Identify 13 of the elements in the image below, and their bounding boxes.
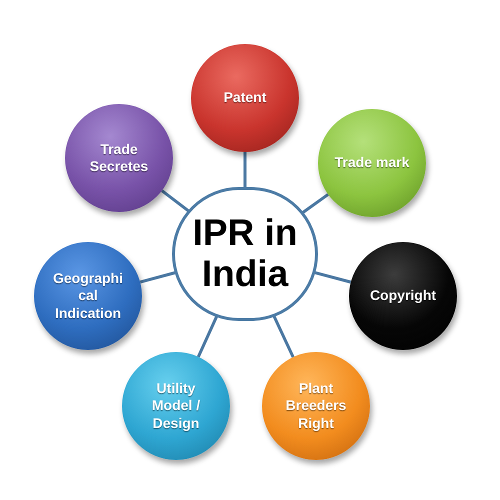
topic-label: Trade Secretes [88, 140, 150, 176]
central-label: IPR in India [192, 213, 298, 295]
connector-line [272, 314, 294, 358]
topic-label: Patent [222, 89, 268, 107]
topic-label: Plant Breeders Right [284, 380, 348, 432]
topic-label: Copyright [368, 287, 438, 305]
connector-line [244, 152, 246, 187]
topic-label: Utility Model / Design [150, 380, 202, 432]
topic-label: Trade mark [334, 154, 410, 172]
connector-line [314, 271, 352, 284]
connector-line [196, 315, 218, 358]
topic-label: Geographi cal Indication [52, 270, 124, 322]
connector-line [302, 193, 329, 214]
